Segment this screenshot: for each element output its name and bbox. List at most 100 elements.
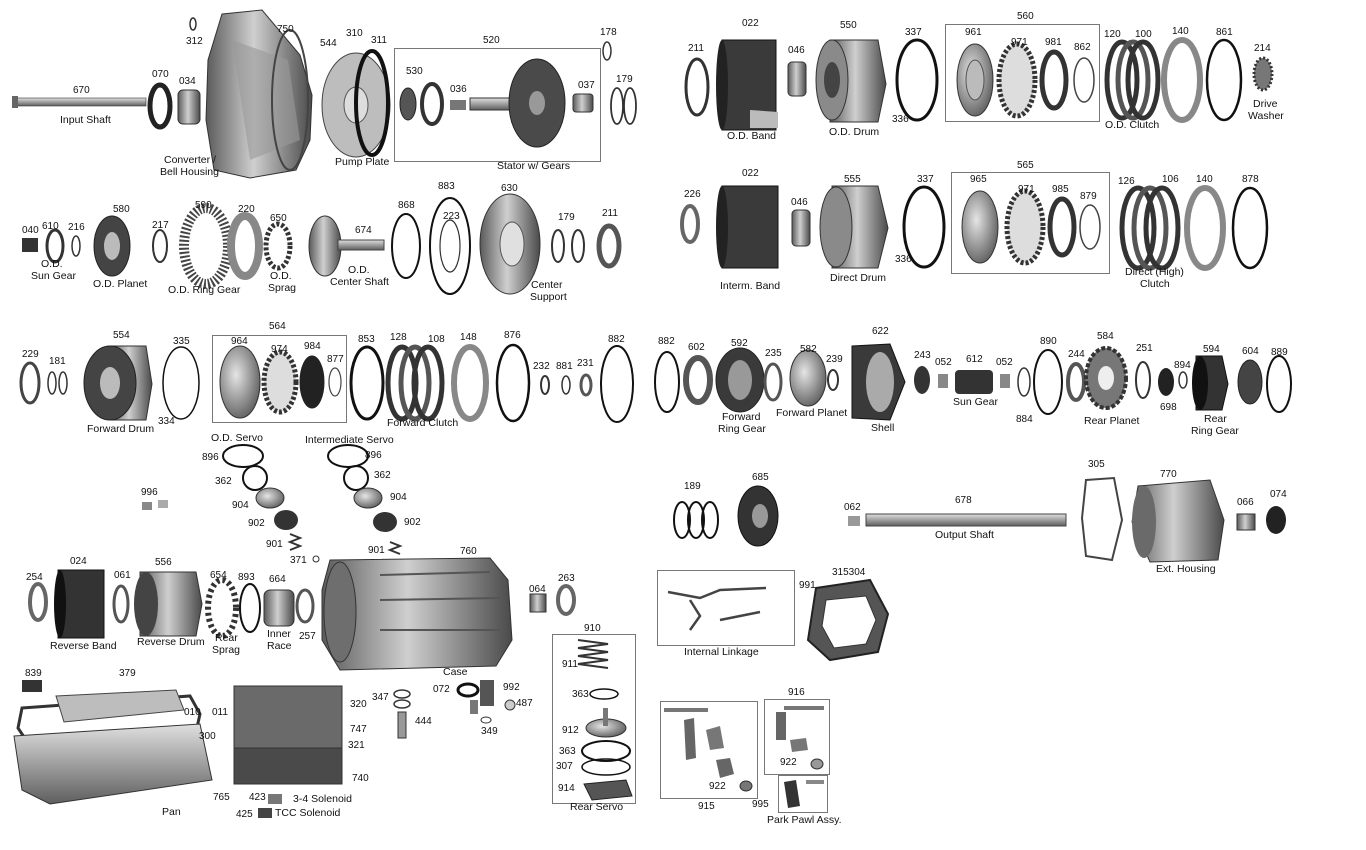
label-rear-sprag-1: Rear (215, 632, 238, 644)
part-311-art (354, 49, 390, 157)
part-number: 363 (572, 689, 589, 700)
label-direct-drum: Direct Drum (830, 272, 887, 284)
rear-servo-box (552, 634, 636, 804)
part-number: 226 (684, 189, 701, 200)
od-planet-art (93, 215, 131, 277)
part-number: 300 (199, 731, 216, 742)
part-number: 254 (26, 572, 43, 583)
part-number: 911 (562, 659, 578, 670)
od-sprag-group-box (945, 24, 1100, 122)
part-number: 217 (152, 220, 169, 231)
rear-planet-art (1084, 346, 1128, 410)
forward-drum-art (83, 345, 153, 421)
part-number: 971 (1018, 184, 1035, 195)
part-number: 520 (483, 35, 500, 46)
label-od-servo: O.D. Servo (211, 432, 263, 444)
part-number: 062 (844, 502, 861, 513)
part-number: 223 (443, 211, 460, 222)
part-number: 992 (503, 682, 520, 693)
part-number: 216 (68, 222, 85, 233)
part-number: 379 (119, 668, 136, 679)
part-number: 894 (1174, 360, 1191, 371)
label-center-shaft: Center Shaft (330, 276, 389, 288)
part-number: 307 (556, 761, 573, 772)
label-forward-planet: Forward Planet (776, 407, 848, 419)
part-number: 650 (270, 213, 287, 224)
part-number: 189 (684, 481, 701, 492)
part-number: 336 (895, 254, 912, 265)
part-number: 487 (516, 698, 533, 709)
part-number: 556 (155, 557, 172, 568)
part-number: 630 (501, 183, 518, 194)
part-number: 257 (299, 631, 316, 642)
part-number: 010 (184, 707, 201, 718)
part-number: 022 (742, 18, 759, 29)
label-od-drum: O.D. Drum (829, 126, 880, 138)
part-number: 592 (731, 338, 748, 349)
part-number: 678 (955, 495, 972, 506)
rear-ring-gear-art (1192, 355, 1229, 411)
part-number: 971 (1011, 37, 1028, 48)
part-number: 425 (236, 809, 253, 820)
part-number: 214 (1254, 43, 1271, 54)
part-number: 612 (966, 354, 983, 365)
case-art (321, 557, 513, 671)
part-number: 211 (602, 208, 618, 219)
internal-linkage-box (657, 570, 795, 646)
label-rear-sprag-2: Sprag (212, 644, 241, 656)
part-number: 423 (249, 792, 266, 803)
part-number: 024 (70, 556, 87, 567)
part-number: 312 (186, 36, 203, 47)
label-forward-drum: Forward Drum (87, 423, 155, 435)
part-number: 750 (277, 24, 294, 35)
label-park-pawl: Park Pawl Assy. (767, 814, 842, 826)
part-number: 100 (1135, 29, 1152, 40)
part-number: 337 (917, 174, 934, 185)
part-number: 022 (742, 168, 759, 179)
part-number: 034 (179, 76, 196, 87)
part-number: 235 (765, 348, 782, 359)
part-number: 985 (1052, 184, 1069, 195)
part-number: 347 (372, 692, 389, 703)
label-center: Center (531, 279, 563, 291)
label-rear-ring-gear: Ring Gear (1191, 425, 1239, 437)
label-bell-housing: Bell Housing (160, 166, 219, 178)
label-interm-band: Interm. Band (720, 280, 781, 292)
part-number: 602 (688, 342, 705, 353)
part-number: 244 (1068, 349, 1085, 360)
label-od-sprag: O.D. (270, 270, 292, 282)
label-input-shaft: Input Shaft (60, 114, 111, 126)
part-number: 890 (1040, 336, 1057, 347)
part-685-art (737, 485, 779, 547)
part-number: 560 (1017, 11, 1034, 22)
label-forward: Forward (722, 411, 761, 423)
part-number: 337 (905, 27, 922, 38)
part-number: 698 (1160, 402, 1177, 413)
part-number: 584 (1097, 331, 1114, 342)
label-rear-servo: Rear Servo (570, 801, 624, 813)
part-number: 128 (390, 332, 407, 343)
part-number: 334 (158, 416, 175, 427)
part-number: 862 (1074, 42, 1091, 53)
part-number: 179 (616, 74, 633, 85)
part-number: 061 (114, 570, 131, 581)
part-number: 315304 (832, 567, 866, 578)
part-number: 896 (202, 452, 219, 463)
part-number: 311 (371, 35, 387, 46)
part-number: 995 (752, 799, 769, 810)
part-number: 011 (212, 707, 228, 718)
part-number: 179 (558, 212, 575, 223)
part-number: 052 (996, 357, 1013, 368)
part-number: 211 (688, 43, 704, 54)
label-3-4-solenoid: 3-4 Solenoid (293, 793, 352, 805)
part-number: 181 (49, 356, 66, 367)
part-number: 604 (1242, 346, 1259, 357)
part-number: 904 (232, 500, 249, 511)
part-number: 550 (840, 20, 857, 31)
shell-art (851, 343, 906, 421)
input-shaft-art (12, 96, 147, 108)
part-number: 554 (113, 330, 130, 341)
part-916-box (764, 699, 830, 775)
bell-housing-art (205, 9, 313, 179)
